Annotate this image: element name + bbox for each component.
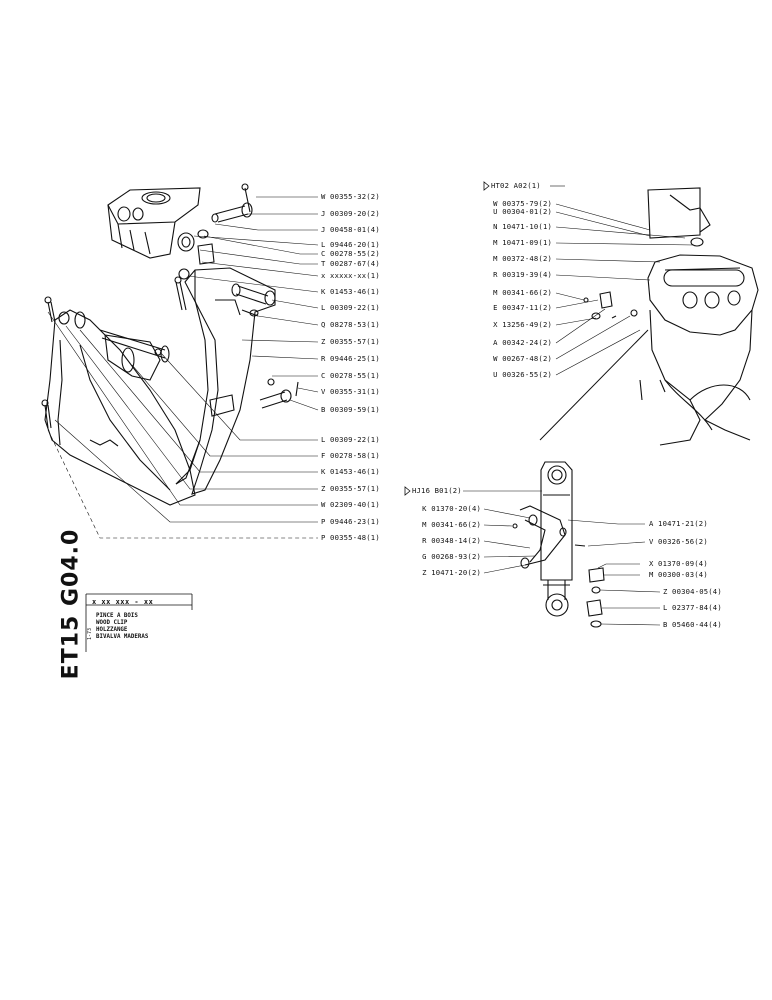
part-label: R 00348-14(2) — [422, 536, 481, 545]
part-label: M 00372-48(2) — [493, 254, 552, 263]
jaw-pins-drawing — [259, 378, 299, 409]
part-label: L 00309-22(1) — [321, 303, 380, 312]
reference-number: x xx xxx - xx — [92, 598, 154, 606]
grapple-overview-drawing — [583, 187, 759, 446]
ref-arrow-icon — [483, 181, 490, 191]
title-es: BIVALVA MADERAS — [96, 634, 149, 640]
part-label: W 00375-79(2) — [493, 199, 552, 208]
part-label: W 02309-40(1) — [321, 500, 380, 509]
assembly-ref-label: HT02 A02(1) — [491, 181, 541, 190]
part-label: W 00355-32(2) — [321, 192, 380, 201]
part-label: B 05460-44(4) — [663, 620, 722, 629]
part-label: A 10471-21(2) — [649, 519, 708, 528]
part-label: R 00319-39(4) — [493, 270, 552, 279]
pin-and-bolts-top — [197, 183, 253, 265]
title-de: HOLZZANGE — [96, 627, 128, 633]
part-label: L 00309-22(1) — [321, 435, 380, 444]
part-label: C 00278-55(1) — [321, 371, 380, 380]
right-jaw-drawing — [174, 267, 276, 495]
title-block-frame — [85, 593, 193, 652]
part-label: F 00278-58(1) — [321, 451, 380, 460]
part-label: L 02377-84(4) — [663, 603, 722, 612]
part-label: U 00304-01(2) — [493, 207, 552, 216]
part-label: x xxxxx-xx(1) — [321, 271, 380, 280]
part-label: A 00342-24(2) — [493, 338, 552, 347]
part-label: M 00341-66(2) — [422, 520, 481, 529]
revision-label: 1-73 — [87, 627, 94, 641]
part-label: X 13256-49(2) — [493, 320, 552, 329]
part-label: K 01370-20(4) — [422, 504, 481, 513]
rotator-head-drawing — [107, 187, 201, 259]
part-label: U 00326-55(2) — [493, 370, 552, 379]
part-label: G 00268-93(2) — [422, 552, 481, 561]
title-block: x xx xxx - xx 1-73 PINCE A BOIS WOOD CLI… — [86, 594, 192, 650]
part-label: N 10471-10(1) — [493, 222, 552, 231]
part-label: C 00278-55(2) — [321, 249, 380, 258]
part-label: X 01370-09(4) — [649, 559, 708, 568]
part-label: P 00355-48(1) — [321, 533, 380, 542]
part-label: K 01453-46(1) — [321, 467, 380, 476]
part-label: J 00309-20(2) — [321, 209, 380, 218]
part-label: B 00309-59(1) — [321, 405, 380, 414]
part-label: V 00355-31(1) — [321, 387, 380, 396]
part-label: P 09446-23(1) — [321, 517, 380, 526]
part-label: Z 00355-57(1) — [321, 484, 380, 493]
part-label: W 00267-48(2) — [493, 354, 552, 363]
part-label: Z 00355-57(1) — [321, 337, 380, 346]
hydraulic-cylinder-drawing — [512, 461, 605, 628]
part-label: J 00458-01(4) — [321, 225, 380, 234]
part-label: K 01453-46(1) — [321, 287, 380, 296]
part-label: V 00326-56(2) — [649, 537, 708, 546]
part-label: E 00347-11(2) — [493, 303, 552, 312]
title-en: WOOD CLIP — [96, 620, 128, 626]
part-label: Q 08278-53(1) — [321, 320, 380, 329]
drawing-code: ET15 G04.0 — [58, 529, 84, 680]
part-label: M 10471-09(1) — [493, 238, 552, 247]
part-label: L 09446-20(1) — [321, 240, 380, 249]
part-label: Z 10471-20(2) — [422, 568, 481, 577]
part-label: R 09446-25(1) — [321, 354, 380, 363]
part-label: Z 00304-05(4) — [663, 587, 722, 596]
part-label: T 00287-67(4) — [321, 259, 380, 268]
assembly-ref-label: HJ16 B01(2) — [412, 486, 462, 495]
part-label: M 00341-66(2) — [493, 288, 552, 297]
detail-callout-line — [539, 329, 649, 441]
drawing-code-text: ET15 G04.0 — [58, 528, 84, 680]
left-jaw-drawing — [41, 296, 196, 506]
ref-arrow-icon — [404, 486, 411, 496]
part-label: M 00300-03(4) — [649, 570, 708, 579]
title-fr: PINCE A BOIS — [96, 613, 138, 619]
